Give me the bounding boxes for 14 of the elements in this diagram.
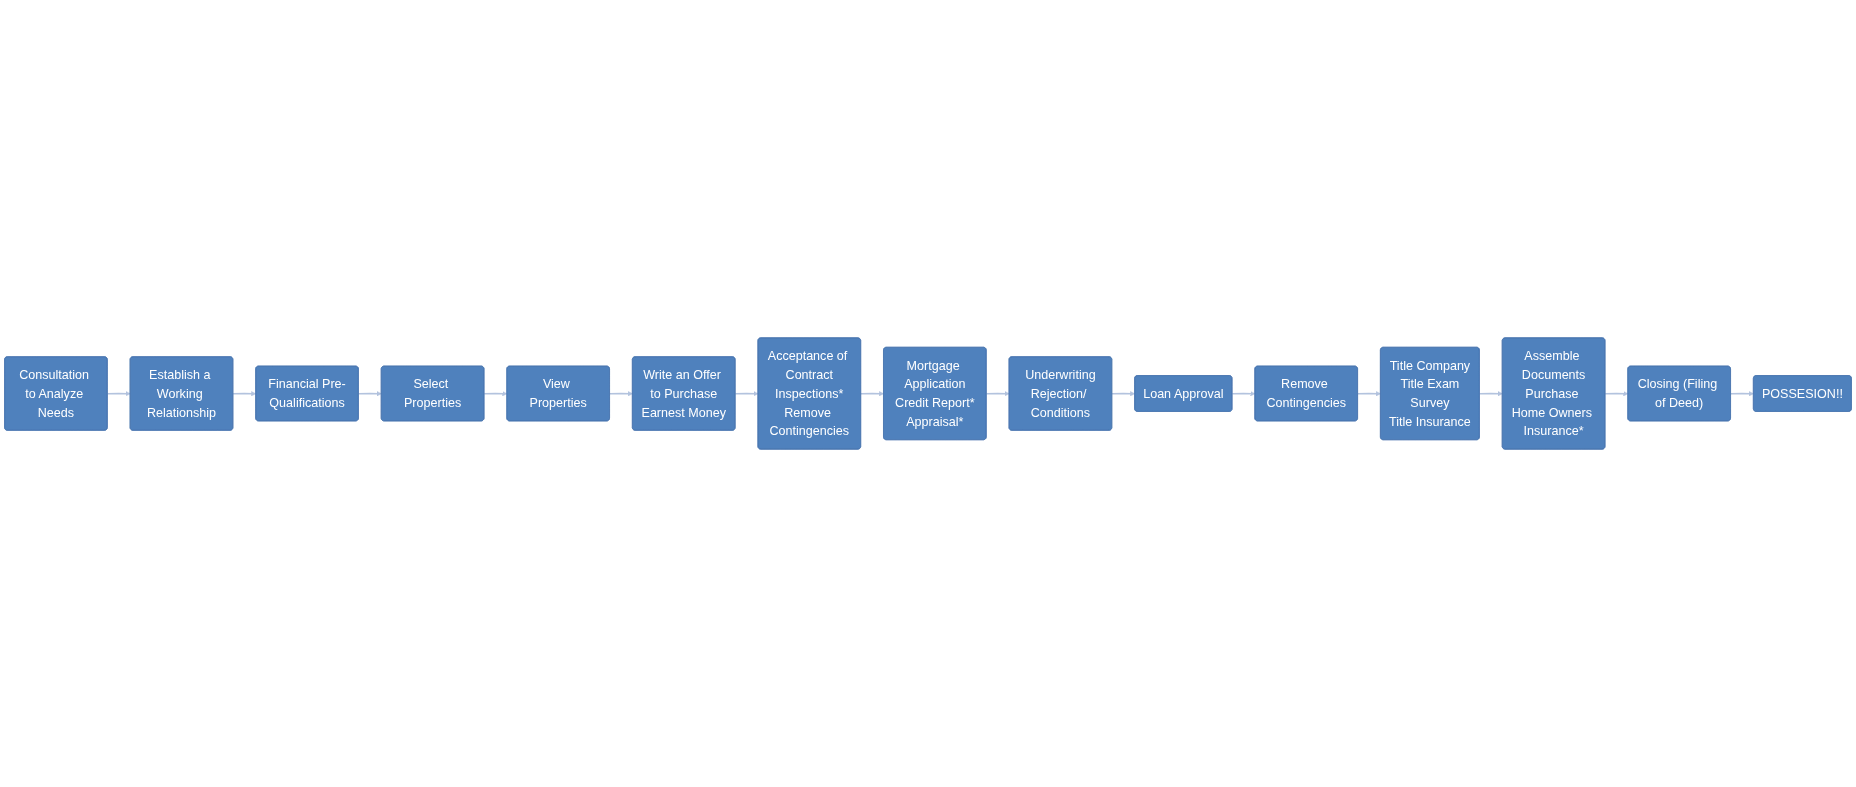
arrow <box>609 391 633 397</box>
arrow <box>860 391 884 397</box>
arrow <box>1231 391 1256 397</box>
arrow <box>1357 391 1381 397</box>
arrow <box>483 391 508 397</box>
arrow <box>1730 391 1754 397</box>
arrow <box>1479 391 1503 397</box>
arrow <box>1604 391 1629 397</box>
arrow <box>985 391 1010 397</box>
arrow <box>358 391 382 397</box>
arrow <box>734 391 759 397</box>
arrow <box>232 391 257 397</box>
arrow <box>1111 391 1136 397</box>
arrow <box>106 391 131 397</box>
